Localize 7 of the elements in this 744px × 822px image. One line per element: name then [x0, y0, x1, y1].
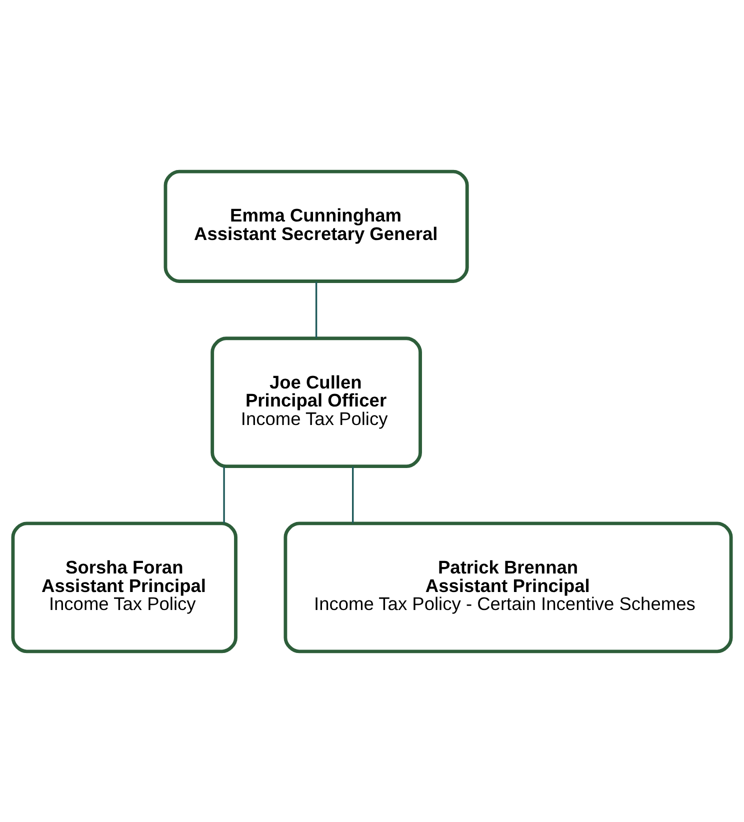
node-box: Joe Cullen Principal Officer Income Tax Policy [210, 336, 422, 468]
node-box: Patrick Brennan Assistant Principal Income Tax Policy - Certain Incentive Schemes [284, 521, 733, 653]
connector [352, 466, 354, 523]
node-box: Sorsha Foran Assistant Principal Income Tax Policy [11, 521, 238, 653]
node-box: Emma Cunningham Assistant Secretary General [164, 169, 469, 282]
connector [315, 281, 318, 338]
connector [223, 466, 225, 523]
